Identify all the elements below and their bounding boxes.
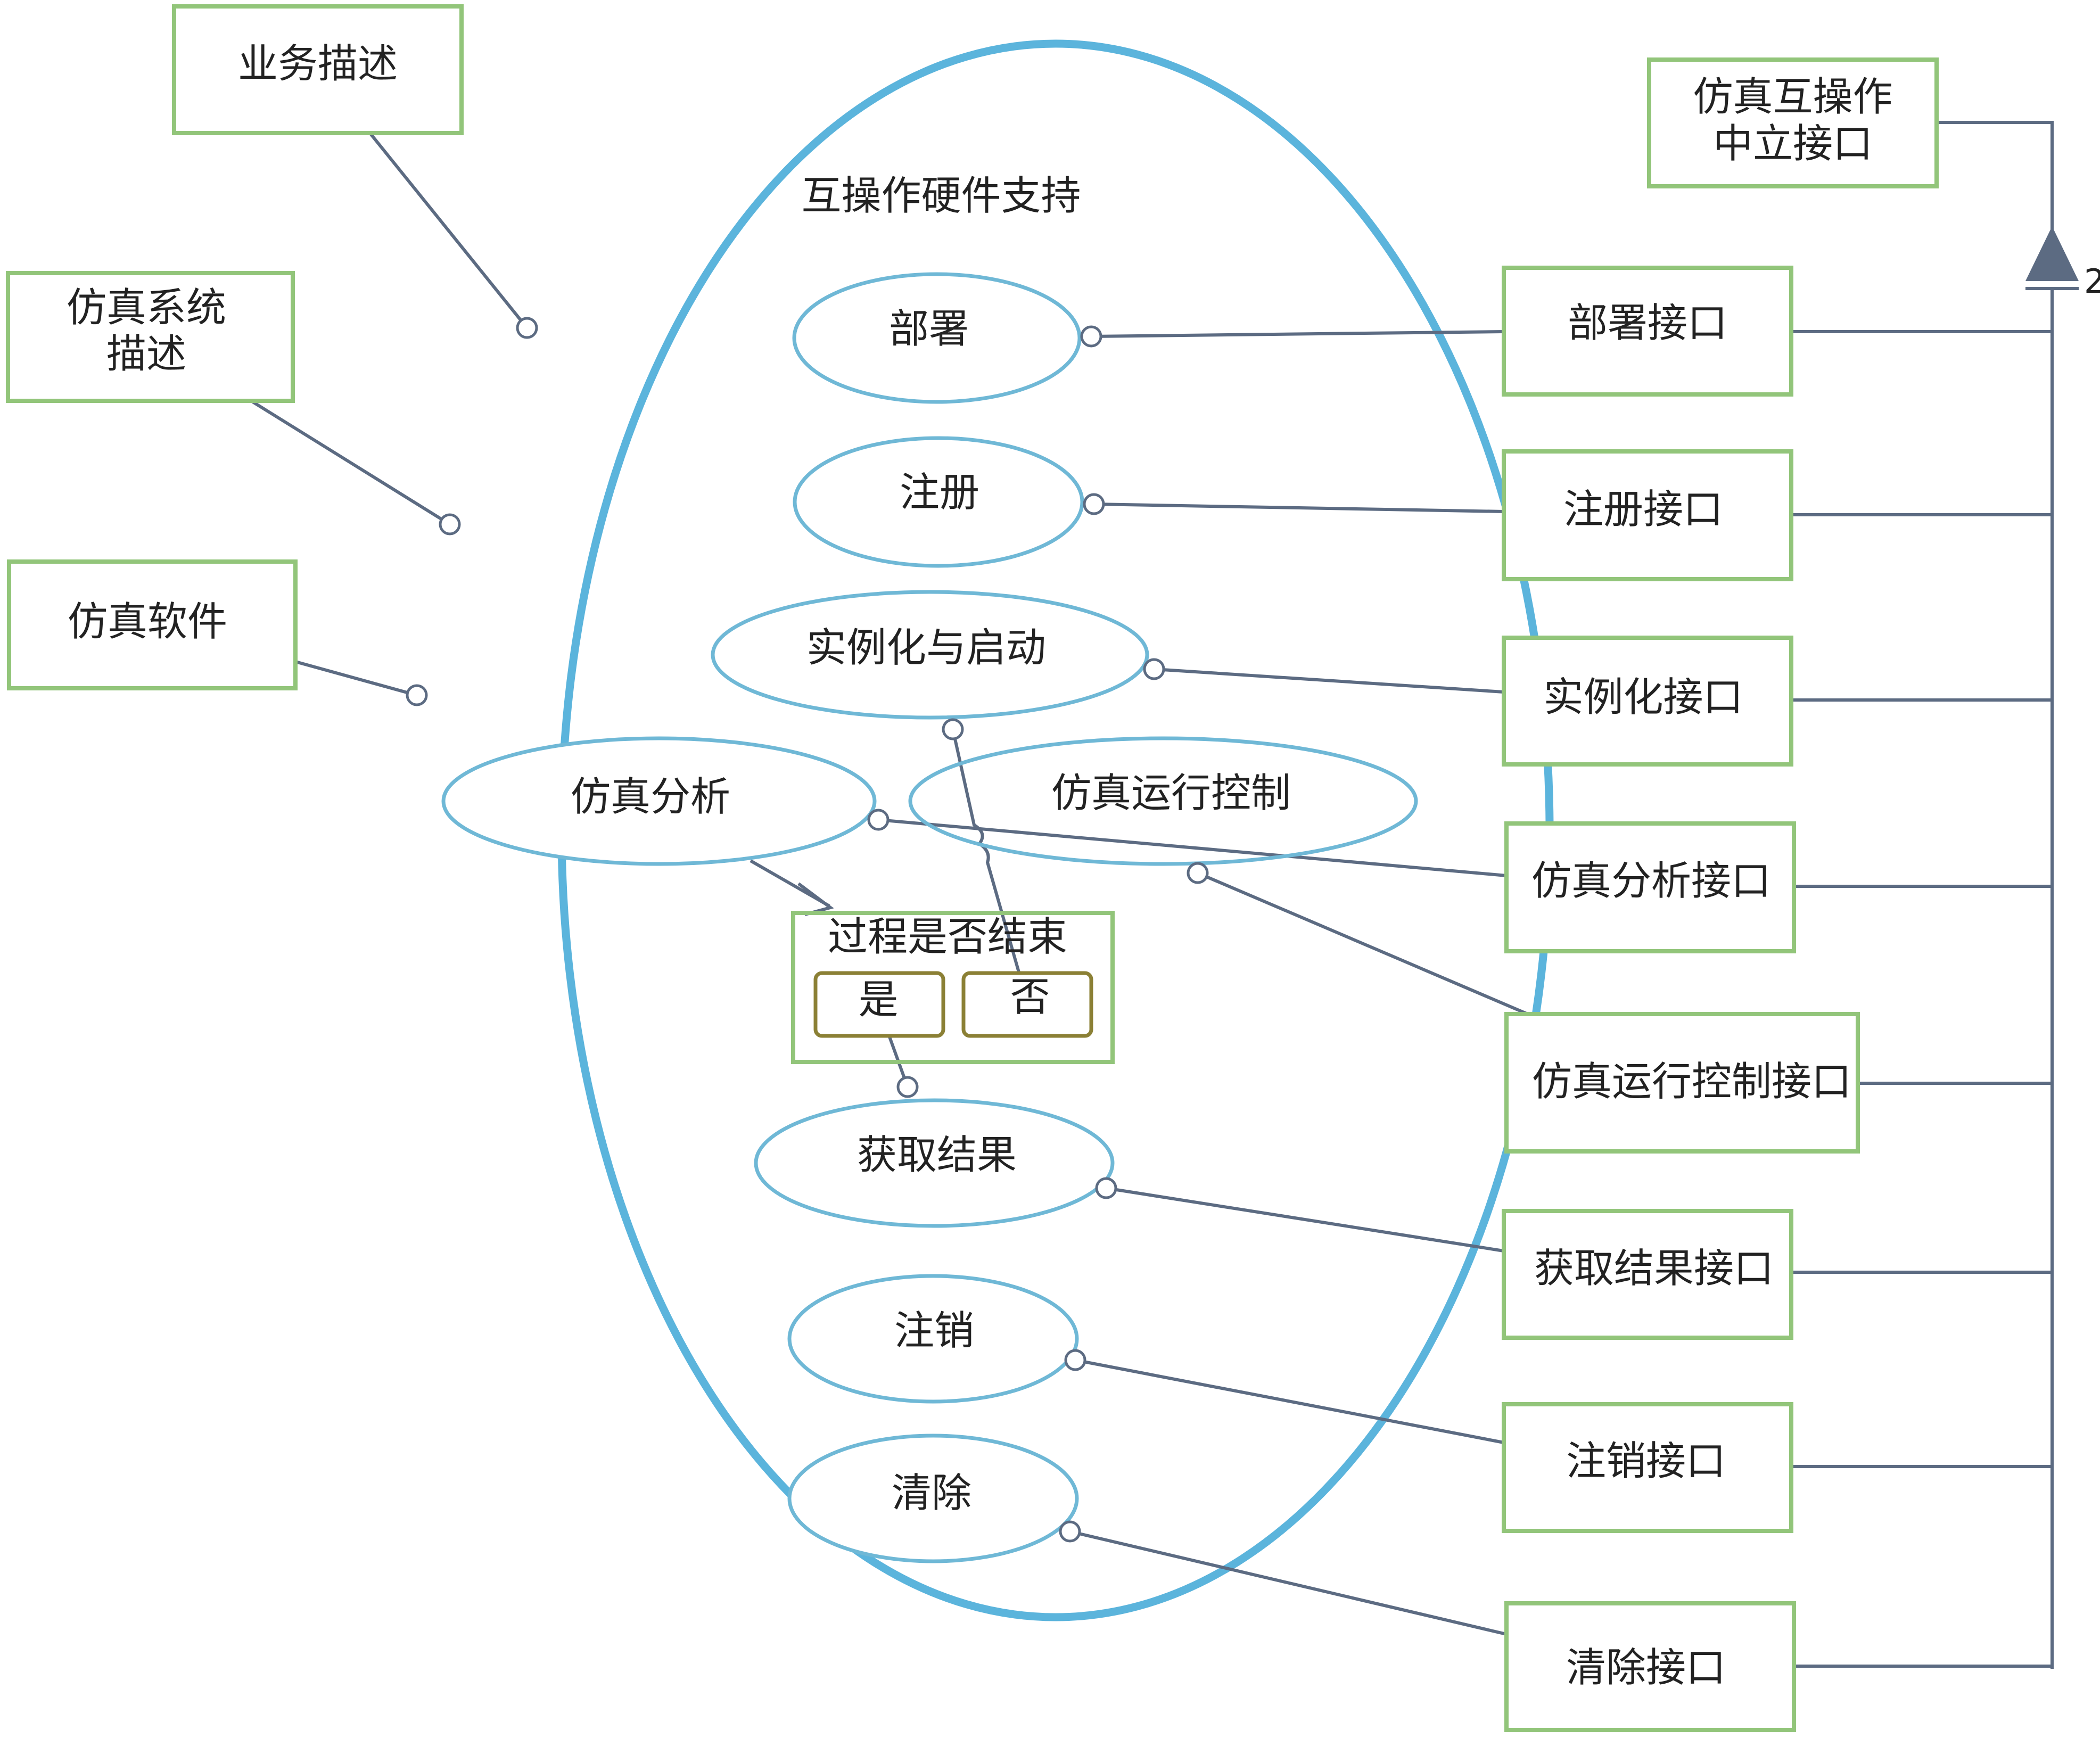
box-neutral-interface-line2: 中立接口	[1713, 120, 1873, 167]
connector-get-result	[1106, 1187, 1504, 1253]
box-simulation-software-label: 仿真软件	[68, 598, 227, 645]
box-get-result-interface-label: 获取结果接口	[1534, 1245, 1774, 1292]
box-instantiate-interface[interactable]	[1502, 636, 1793, 767]
generalization-arrow	[2025, 226, 2079, 281]
usecase-deploy-label: 部署	[889, 306, 969, 352]
connector-deregister	[1075, 1358, 1504, 1444]
usecase-register-label: 注册	[900, 469, 979, 516]
usecase-get-result[interactable]	[754, 1098, 1115, 1228]
connector-deploy	[1091, 330, 1504, 338]
box-run-control-interface-label: 仿真运行控制接口	[1532, 1058, 1851, 1105]
usecase-instantiate-label: 实例化与启动	[806, 624, 1046, 671]
connector-analysis	[878, 818, 1507, 877]
box-business-description-label: 业务描述	[238, 40, 398, 87]
usecase-instantiate[interactable]	[711, 590, 1149, 720]
connector-system	[249, 399, 451, 526]
decision-yes-button[interactable]	[813, 971, 945, 1038]
knob-instantiate-flow	[942, 718, 964, 740]
connector-business	[368, 132, 529, 329]
knob-analysis	[867, 809, 890, 831]
decision-yes-label: 是	[858, 976, 898, 1023]
usecase-register[interactable]	[793, 436, 1084, 568]
knob-run-control	[1187, 862, 1209, 884]
box-business-description[interactable]	[172, 4, 464, 135]
box-register-interface-label: 注册接口	[1563, 486, 1723, 533]
knob-software	[406, 684, 428, 706]
connector-register	[1093, 503, 1504, 513]
multiplicity-label: 2	[2084, 262, 2100, 301]
usecase-get-result-label: 获取结果	[857, 1132, 1017, 1179]
box-clear-interface[interactable]	[1504, 1601, 1796, 1732]
usecase-deregister-label: 注销	[894, 1307, 974, 1354]
box-neutral-interface-line1: 仿真互操作	[1693, 73, 1892, 120]
box-simulation-software[interactable]	[7, 559, 298, 690]
usecase-clear[interactable]	[787, 1434, 1079, 1563]
connector-software	[295, 660, 417, 697]
knob-instantiate	[1143, 658, 1165, 680]
knob-get-result	[1095, 1177, 1117, 1199]
box-neutral-interface[interactable]	[1647, 57, 1939, 188]
usecase-analysis-label: 仿真分析	[571, 773, 730, 820]
box-deregister-interface-label: 注销接口	[1566, 1438, 1726, 1485]
decision-title: 过程是否结束	[828, 913, 1067, 960]
knob-deregister	[1064, 1349, 1086, 1371]
container-title: 互操作硬件支持	[801, 172, 1081, 219]
box-system-description-line2: 描述	[106, 331, 186, 377]
usecase-clear-label: 清除	[892, 1470, 971, 1517]
connector-run-control	[1197, 871, 1529, 1016]
knob-yes-flow	[896, 1076, 919, 1098]
connector-instantiate	[1154, 668, 1504, 694]
decision-no-button[interactable]	[961, 971, 1093, 1038]
knob-business	[516, 317, 538, 339]
usecase-run-control-label: 仿真运行控制	[1051, 770, 1291, 817]
box-analysis-interface-label: 仿真分析接口	[1531, 858, 1771, 904]
usecase-deregister[interactable]	[787, 1274, 1079, 1404]
knob-deploy	[1080, 325, 1102, 348]
box-analysis-interface[interactable]	[1504, 821, 1796, 953]
box-clear-interface-label: 清除接口	[1566, 1644, 1726, 1691]
box-run-control-interface[interactable]	[1504, 1012, 1860, 1154]
decision-no-label: 否	[1010, 974, 1050, 1020]
box-deploy-interface-label: 部署接口	[1568, 300, 1727, 347]
usecase-deploy[interactable]	[792, 272, 1082, 404]
knob-system	[439, 513, 461, 536]
box-instantiate-interface-label: 实例化接口	[1543, 674, 1743, 721]
generalization-line	[1938, 121, 2054, 234]
knob-register	[1083, 493, 1105, 515]
box-register-interface[interactable]	[1502, 449, 1793, 581]
connector-clear	[1069, 1530, 1507, 1636]
box-system-description-line1: 仿真系统	[67, 284, 226, 331]
knob-clear	[1059, 1520, 1081, 1543]
usecase-run-control[interactable]	[908, 736, 1418, 866]
box-system-description[interactable]	[6, 271, 295, 403]
decision-box	[791, 911, 1115, 1064]
box-deploy-interface[interactable]	[1502, 266, 1793, 397]
usecase-analysis[interactable]	[441, 736, 877, 866]
box-get-result-interface[interactable]	[1502, 1209, 1793, 1340]
box-deregister-interface[interactable]	[1502, 1402, 1793, 1533]
